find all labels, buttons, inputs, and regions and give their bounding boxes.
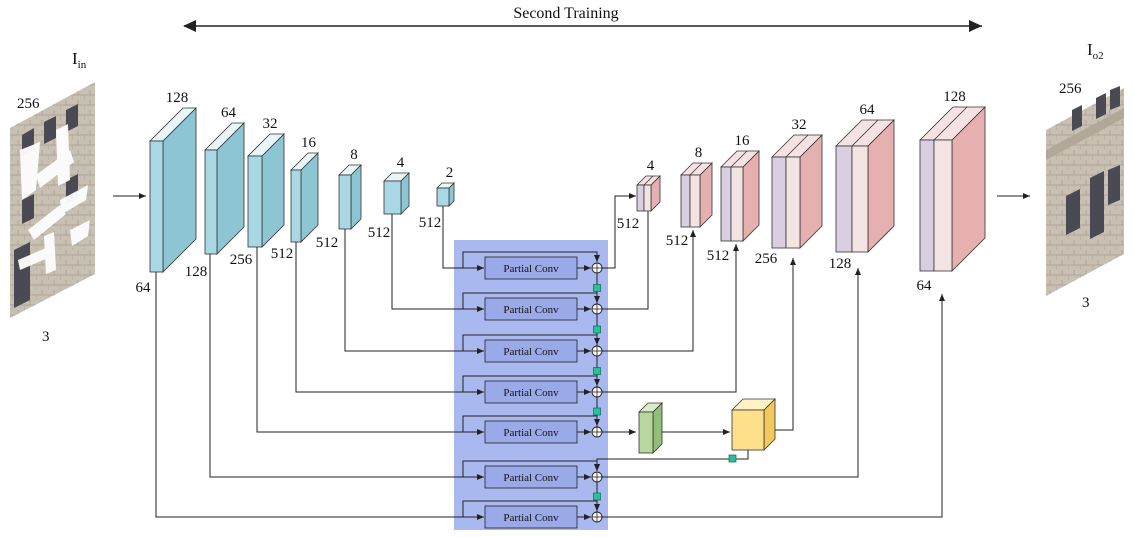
encoder-side-label-3: 256 [230,252,253,268]
yellow-block [731,398,776,451]
partial-conv-label-1: Partial Conv [503,263,559,275]
sum-node-3 [591,345,603,357]
connector-square-3 [593,367,601,375]
skip-wire-1 [155,272,484,520]
encoder-top-label-5: 8 [350,147,358,163]
input-channels-label: 3 [42,329,50,345]
decoder-side-label-6: 64 [917,278,933,294]
decoder-top-label-6: 128 [943,89,966,105]
decoder-top-label-1: 4 [647,158,655,174]
sum-node-7 [591,511,603,523]
encoder-top-label-3: 32 [263,116,278,132]
decoder-block-5 [835,119,895,253]
partial-conv-label-4: Partial Conv [503,387,559,399]
partial-conv-row-4: Partial Conv [462,375,603,404]
sum-node-1 [591,262,603,274]
decoder-top-label-5: 64 [860,102,876,118]
encoder-block-4 [290,152,319,243]
second-training-header: Second Training [183,2,982,32]
decoder-block-1 [636,175,661,212]
output-size-label: 256 [1059,81,1082,97]
decoder-block-6 [919,106,986,272]
encoder-block-5 [338,164,362,230]
decoder-side-label-4: 256 [755,251,778,267]
skip-wire-6 [391,214,484,312]
green-block [638,402,663,454]
output-image [1046,86,1124,296]
decoder-feed-6 [602,268,861,478]
decoder-top-label-2: 8 [695,145,703,161]
encoder-side-label-2: 128 [185,264,208,280]
sum-node-5 [591,426,603,438]
connector-square-yellow [728,454,737,463]
decoder-feed-4 [602,244,739,393]
decoder-block-3 [720,150,760,242]
skip-wire-7 [442,206,484,271]
decoder-feed-7 [602,294,945,518]
encoder-side-label-6: 512 [368,225,391,241]
encoder-block-1 [149,107,197,273]
decoder-block-2 [680,162,713,228]
encoder-block-2 [204,122,245,255]
encoder-top-label-2: 64 [221,105,237,121]
skip-wire-5 [344,229,484,354]
sum-node-4 [591,386,603,398]
connector-square-2 [593,325,601,334]
skip-connections [155,193,945,520]
encoder-top-label-7: 2 [446,165,454,181]
partial-conv-label-3: Partial Conv [503,346,559,358]
skip-wire-3 [256,247,484,435]
partial-conv-row-6: Partial Conv [462,460,603,489]
partial-conv-row-7: Partial Conv [462,500,603,529]
partial-conv-label-7: Partial Conv [503,512,559,524]
partial-conv-label-6: Partial Conv [503,472,559,484]
encoder-block-6 [383,172,410,215]
connector-square-4 [593,407,601,416]
partial-conv-row-2: Partial Conv [462,292,603,321]
decoder-feed-2 [602,200,651,310]
partial-conv-label-5: Partial Conv [503,427,559,439]
encoder-top-label-4: 16 [301,135,317,151]
encoder-side-label-4: 512 [271,246,294,262]
encoder-top-label-1: 128 [166,90,189,106]
sum-node-2 [591,303,603,315]
decoder-side-label-1: 512 [617,216,640,232]
labels-layer: 128 64 64 128 32 256 16 512 8 512 4 512 2 512 4 512 8 512… [136,89,966,296]
decoder-side-label-5: 128 [829,256,852,272]
encoder-block-7 [436,182,455,207]
decoder-feed-3 [602,230,696,352]
yellow-to-sum [594,450,749,471]
input-image [10,82,95,318]
output-channels-label: 3 [1082,295,1090,311]
output-label: Io2 [1087,40,1104,62]
decoder-top-label-3: 16 [735,133,751,149]
decoder-top-label-4: 32 [792,117,807,133]
decoder-feed-5 [775,258,796,431]
partial-conv-row-3: Partial Conv [462,334,603,363]
connector-square-6 [593,492,601,501]
partial-conv-row-5: Partial Conv [462,415,603,444]
skip-wire-4 [295,242,484,395]
input-label: Iin [72,49,87,71]
encoder-side-label-5: 512 [316,235,339,251]
encoder-side-label-1: 64 [136,280,152,296]
decoder-feed-1 [602,193,636,269]
input-size-label: 256 [17,96,40,112]
decoder-side-label-3: 512 [707,248,730,264]
decoder-block-4 [771,134,823,249]
skip-wire-2 [209,254,484,480]
encoder-top-label-6: 4 [397,155,405,171]
title-text: Second Training [513,5,618,22]
connector-square-1 [593,284,601,292]
partial-conv-label-2: Partial Conv [503,304,559,316]
decoder-side-label-2: 512 [666,233,689,249]
encoder-block-3 [247,133,285,248]
sum-node-6 [591,471,603,483]
partial-conv-row-1: Partial Conv [462,251,603,280]
encoder-side-label-7: 512 [419,215,442,231]
